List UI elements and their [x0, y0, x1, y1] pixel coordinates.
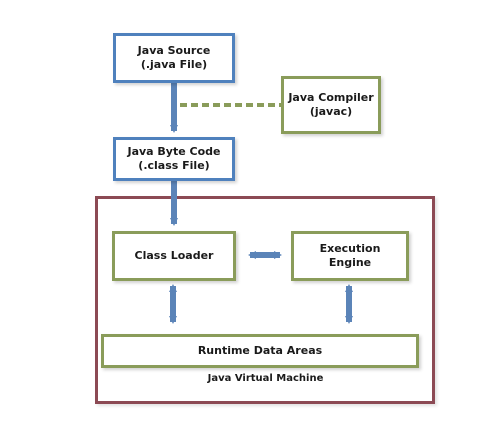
runtime-data-areas-box: Runtime Data Areas — [101, 334, 419, 368]
execution-engine-box: Execution Engine — [291, 231, 409, 281]
jvm-container — [95, 196, 435, 404]
class-loader-box: Class Loader — [112, 231, 236, 281]
java-compiler-box: Java Compiler (javac) — [281, 76, 381, 134]
byte-code-box: Java Byte Code (.class File) — [113, 137, 235, 181]
java-source-box: Java Source (.java File) — [113, 33, 235, 83]
jvm-label: Java Virtual Machine — [207, 373, 324, 384]
